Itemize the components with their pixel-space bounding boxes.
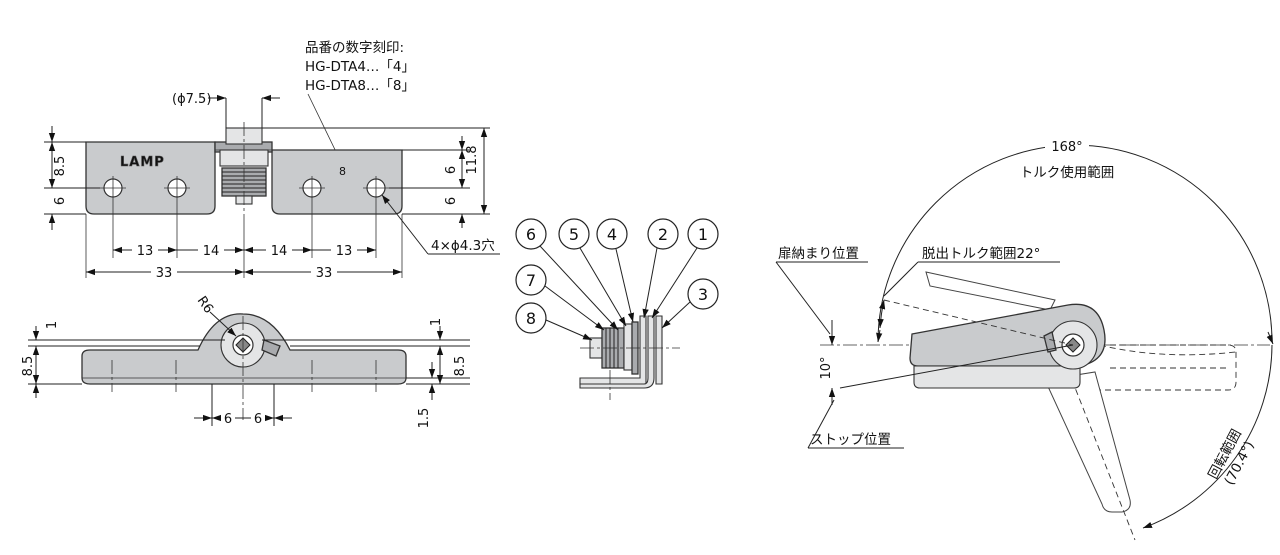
ghost-door-escape — [925, 271, 1056, 311]
right-leaf-plate — [271, 149, 403, 215]
arc-rotation-range — [1142, 344, 1273, 529]
label-bg-168 — [1045, 138, 1089, 154]
lamp-logo: LAMP — [120, 155, 165, 170]
stopper-tab — [261, 339, 281, 357]
ghost-door-stop — [1044, 371, 1131, 513]
angle-168: 168° — [1051, 140, 1082, 155]
stamp-note-title: 品番の数字刻印: — [305, 40, 404, 56]
stop-leader — [807, 399, 835, 449]
arc-168-start — [876, 329, 883, 343]
arc-hint — [1099, 344, 1237, 356]
front-left-dimension — [28, 326, 225, 398]
shaft-diameter-label: (ϕ7.5) — [172, 92, 211, 107]
stamp-note-hg-dta4: HG-DTA4…「4」 — [305, 59, 415, 75]
label-bg-13b — [331, 242, 357, 258]
front-right-dimension — [262, 326, 470, 400]
dim-8-5-front-right: 8.5 — [453, 356, 468, 377]
callout-4 — [596, 218, 628, 250]
left-vertical-dimension — [44, 126, 100, 230]
side-view: 6 5 4 2 1 7 3 8 — [515, 218, 719, 400]
dim-33-b: 33 — [316, 266, 333, 281]
callout-3 — [687, 278, 719, 310]
callout-3-label: 3 — [698, 285, 708, 304]
hole-centerlines — [85, 176, 403, 278]
dim-11-8: 11.8 — [465, 146, 480, 175]
ghost-door-open — [1100, 344, 1237, 391]
callout-leaders — [539, 245, 698, 341]
mount-bracket-plate — [655, 315, 663, 385]
callout-2 — [647, 218, 679, 250]
holes-note: 4×ϕ4.3穴 — [431, 238, 495, 254]
escape-torque-label: 脱出トルク範囲22° — [922, 246, 1040, 262]
torque-range-label: トルク使用範囲 — [1020, 164, 1115, 181]
stamp-note-hg-dta8: HG-DTA8…「8」 — [305, 78, 415, 94]
dim-6-b: 6 — [254, 412, 262, 427]
callout-6 — [515, 218, 547, 250]
dim-8-5-front-left: 8.5 — [21, 356, 36, 377]
dim-6-a: 6 — [224, 412, 232, 427]
label-bg-33b — [311, 264, 337, 280]
dim-14-b: 14 — [271, 244, 288, 259]
dim-1-5: 1.5 — [417, 408, 432, 429]
front-view: R6 1 8.5 1 8.5 1.5 — [21, 294, 470, 429]
callout-1-label: 1 — [698, 225, 708, 244]
label-bg-14b — [266, 242, 292, 258]
dim-8-5-top: 8.5 — [53, 156, 68, 177]
rotation-view: 168° トルク使用範囲 回転範囲 (70.4°) 脱出トルク範囲22° 扉納ま… — [775, 138, 1274, 541]
radius-label: R6 — [194, 294, 216, 317]
callout-5-label: 5 — [569, 225, 579, 244]
dim-1-left: 1 — [45, 321, 60, 329]
callout-8-label: 8 — [526, 309, 536, 328]
base-leaf — [913, 365, 1081, 389]
dim-14-a: 14 — [203, 244, 220, 259]
callout-1 — [687, 218, 719, 250]
dim-13-b: 13 — [336, 244, 353, 259]
stop-position-label: ストップ位置 — [810, 432, 891, 448]
stop-limit-line — [839, 344, 1074, 389]
callout-7-label: 7 — [526, 271, 536, 290]
dim-6-right-bottom: 6 — [444, 197, 459, 205]
callout-6-label: 6 — [526, 225, 536, 244]
callout-5 — [558, 218, 590, 250]
label-bg-14a — [198, 242, 224, 258]
closed-position-label: 扉納まり位置 — [778, 246, 859, 262]
dim-33-a: 33 — [156, 266, 173, 281]
left-leaf-plate — [85, 141, 216, 215]
escape-limit-line — [883, 299, 1074, 346]
dim-6-right-top: 6 — [444, 166, 459, 174]
mount-bracket-second — [579, 315, 655, 389]
stamp-number: 8 — [339, 165, 346, 178]
stamp-leader — [307, 93, 341, 161]
right-vertical-dimension — [262, 127, 490, 228]
rotation-stopper — [1043, 331, 1057, 353]
escape-leader — [883, 261, 919, 297]
angle-10: 10° — [819, 356, 834, 379]
callout-8 — [515, 302, 547, 334]
front-centerlines — [111, 316, 377, 420]
rotation-limit-line — [1071, 379, 1136, 541]
label-bg-33a — [151, 264, 177, 280]
callout-7 — [515, 264, 547, 296]
callout-2-label: 2 — [658, 225, 668, 244]
arc-168-arrow — [1266, 331, 1274, 345]
label-bg-6a — [221, 411, 235, 426]
dim-6-left: 6 — [53, 197, 68, 205]
holes-leader — [381, 194, 429, 255]
radius-leader — [209, 311, 237, 337]
washer — [623, 323, 633, 371]
label-bg-6b — [251, 411, 265, 426]
dim-13-a: 13 — [137, 244, 154, 259]
dim-1-right: 1 — [429, 318, 444, 326]
top-view: 品番の数字刻印: HG-DTA4…「4」 HG-DTA8…「8」 LAMP 8 — [44, 40, 500, 281]
callout-4-label: 4 — [607, 225, 617, 244]
label-bg-13a — [132, 242, 158, 258]
closed-leader — [775, 261, 831, 335]
